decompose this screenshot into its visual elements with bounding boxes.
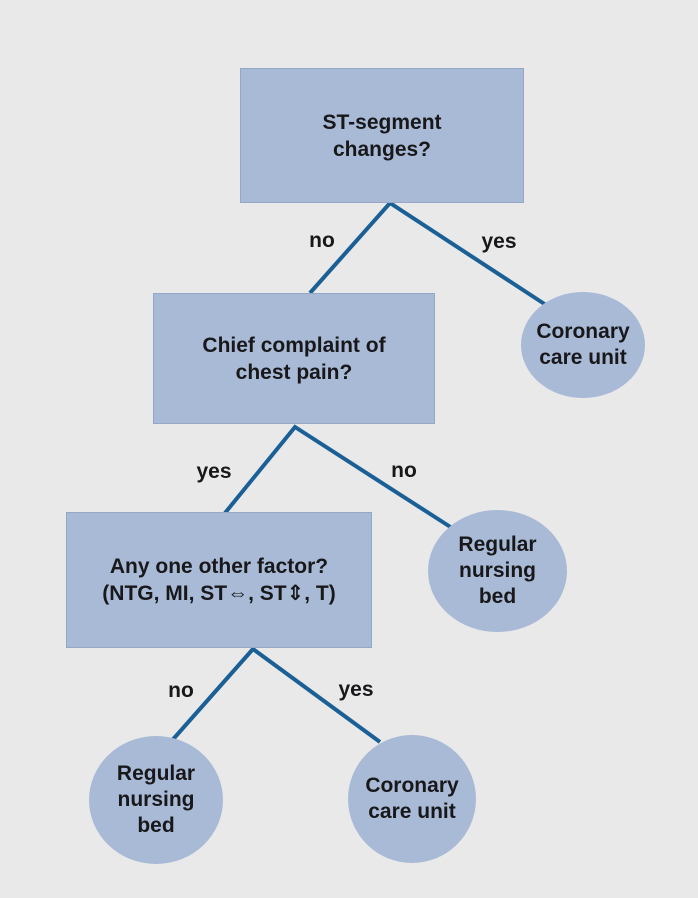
outcome-node-coronary-care-unit-top: Coronary care unit (521, 292, 645, 398)
node-label: ST-segment changes? (322, 110, 442, 161)
node-label: Any one other factor? (NTG, MI, ST⇔, ST⇕… (102, 555, 336, 605)
branch-lines-st-segment (308, 200, 548, 307)
node-label: Chief complaint of chest pain? (202, 333, 386, 384)
node-label: Coronary care unit (365, 774, 459, 823)
decision-node-st-segment-changes: ST-segment changes? (240, 68, 524, 203)
decision-node-chief-complaint: Chief complaint of chest pain? (153, 293, 435, 424)
edge-label-yes: yes (338, 678, 374, 701)
node-label: Regular nursing bed (116, 762, 196, 837)
edge-label-no: no (168, 679, 194, 702)
branch-lines-other-factor (166, 646, 382, 747)
outcome-node-coronary-care-unit-bottom: Coronary care unit (348, 735, 476, 863)
branch-lines-chief-complaint (223, 424, 454, 530)
node-label: Coronary care unit (536, 320, 630, 369)
edge-label-yes: yes (481, 230, 517, 253)
edge-label-yes: yes (196, 460, 232, 483)
decision-node-any-one-other-factor: Any one other factor? (NTG, MI, ST⇔, ST⇕… (66, 512, 372, 648)
edge-label-no: no (391, 459, 417, 482)
edge-label-no: no (309, 229, 335, 252)
outcome-node-regular-nursing-bed-mid: Regular nursing bed (428, 510, 567, 632)
outcome-node-regular-nursing-bed-bottom: Regular nursing bed (89, 736, 223, 864)
node-label: Regular nursing bed (458, 533, 537, 608)
